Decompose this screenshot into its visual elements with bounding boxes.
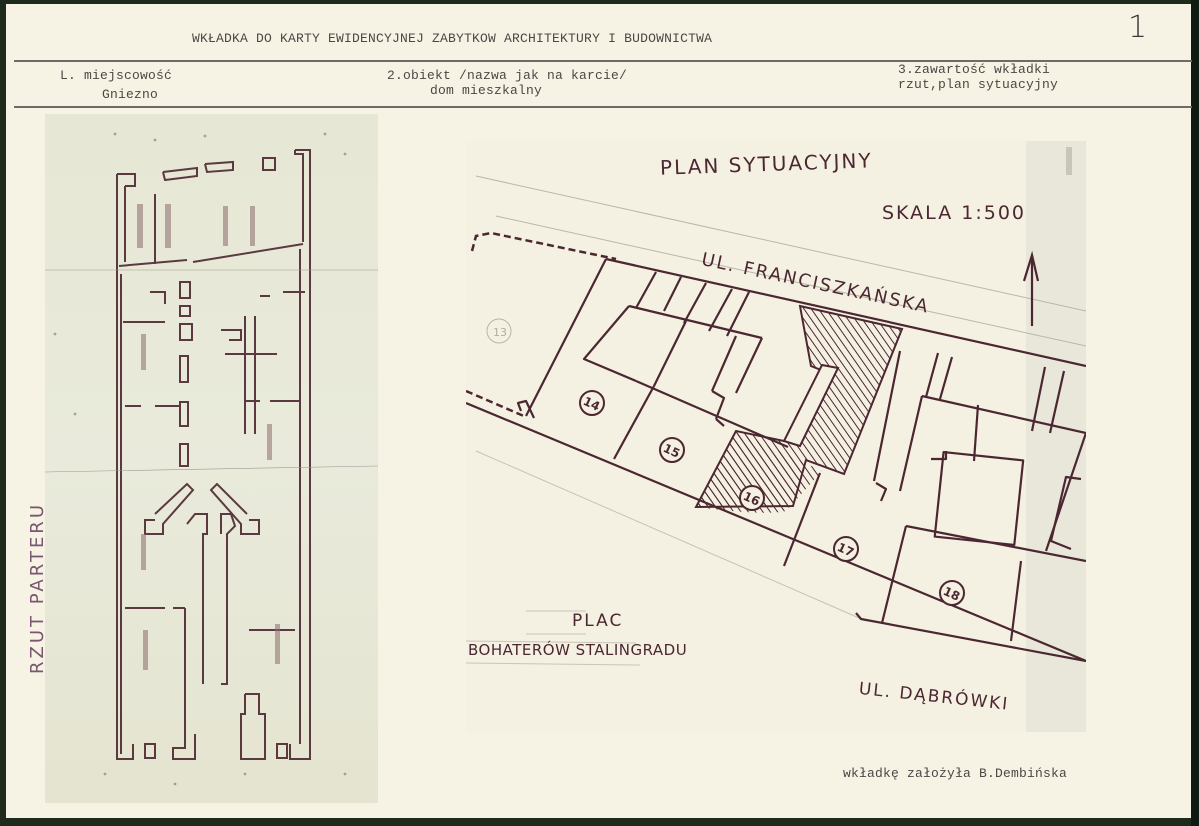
field-contents-label: 3.zawartość wkładki <box>898 62 1051 77</box>
svg-text:17: 17 <box>835 540 856 560</box>
site-plan-photo: 13 <box>466 141 1086 732</box>
square-label-line1: PLAC <box>572 611 624 631</box>
floor-plan-caption: RZUT PARTERU <box>27 502 48 674</box>
svg-text:16: 16 <box>741 489 762 509</box>
svg-text:13: 13 <box>493 326 507 339</box>
sheet-title: WKŁADKA DO KARTY EWIDENCYJNEJ ZABYTKOW A… <box>192 31 713 46</box>
field-object-label: 2.obiekt /nazwa jak na karcie/ <box>387 68 628 83</box>
author-note: wkładkę założyła B.Dembińska <box>843 766 1068 781</box>
site-plan-drawing: 13 <box>466 141 1086 732</box>
svg-text:15: 15 <box>661 441 682 461</box>
svg-text:18: 18 <box>941 584 962 604</box>
scan-edge <box>1191 0 1199 826</box>
floor-plan-drawing <box>45 132 378 786</box>
square-label-line2: BOHATERÓW STALINGRADU <box>468 641 688 659</box>
field-object-value: dom mieszkalny <box>430 83 543 98</box>
header-rule-top <box>14 60 1192 62</box>
field-location-value: Gniezno <box>102 87 159 102</box>
site-plan-scale: SKALA 1:500 <box>882 202 1026 224</box>
header-rule-bottom <box>14 106 1192 108</box>
page-number: 1 <box>1128 10 1148 45</box>
field-location-label: L. miejscowość <box>60 68 173 83</box>
field-contents-value: rzut,plan sytuacyjny <box>898 77 1059 92</box>
svg-text:14: 14 <box>581 394 602 414</box>
floor-plan-photo: RZUT PARTERU <box>27 114 378 803</box>
